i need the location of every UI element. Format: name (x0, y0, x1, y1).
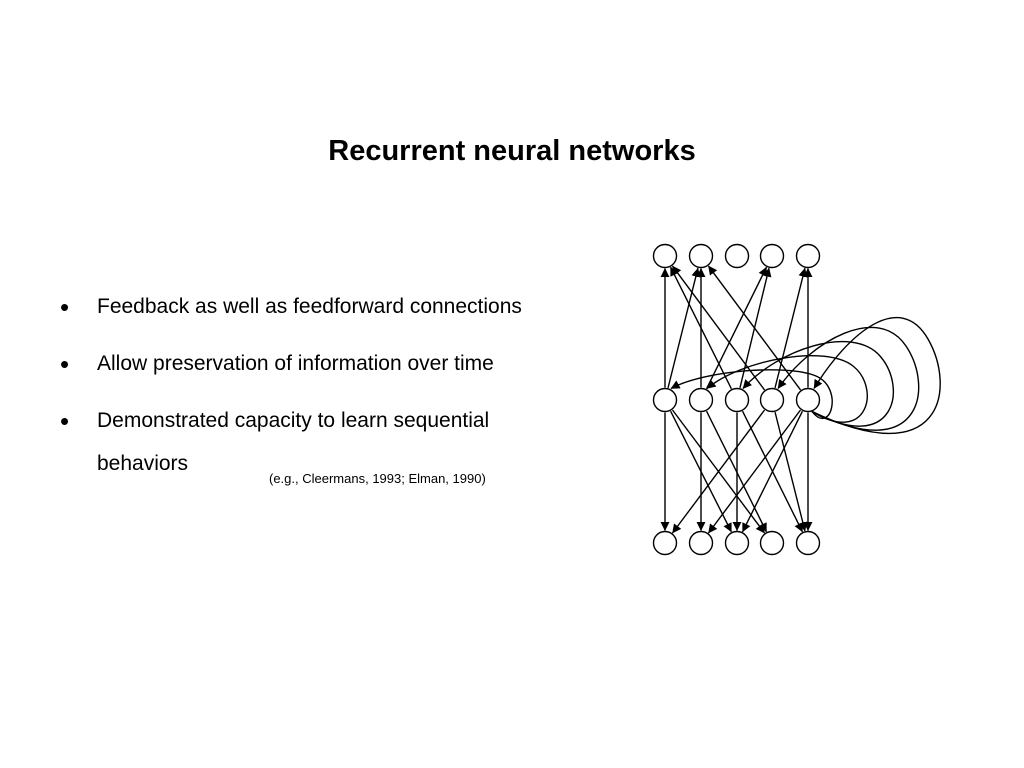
hidden-unit (724, 387, 750, 413)
connection-hidden-to-output (667, 267, 701, 389)
recurrent-loop-connection (706, 355, 868, 423)
bullet-item-sequential: • Demonstrated capacity to learn sequent… (56, 400, 636, 486)
output-unit (652, 243, 678, 269)
bullet-marker: • (60, 349, 70, 379)
output-unit (759, 243, 785, 269)
connection-hidden-to-input (671, 409, 766, 534)
hidden-unit (652, 387, 678, 413)
output-unit (688, 243, 714, 269)
recurrent-loop-connection (811, 316, 941, 435)
connection-hidden-to-output (707, 265, 802, 391)
input-unit (688, 530, 714, 556)
connection-hidden-to-input (741, 410, 804, 533)
connection-hidden-to-output (671, 265, 766, 391)
hidden-unit (688, 387, 714, 413)
network-connections (660, 265, 941, 534)
bullet-text: Demonstrated capacity to learn sequentia… (97, 409, 490, 432)
recurrent-loop-connection (742, 341, 894, 427)
output-unit (795, 243, 821, 269)
bullet-text: Allow preservation of information over t… (97, 352, 494, 375)
output-unit (724, 243, 750, 269)
input-unit (795, 530, 821, 556)
bullet-text-continuation: behaviors (97, 452, 189, 475)
connection-hidden-to-input (707, 409, 802, 534)
input-unit (759, 530, 785, 556)
recurrent-loop-connection (777, 326, 920, 431)
bullet-item-preservation: • Allow preservation of information over… (56, 343, 636, 385)
connection-hidden-to-input (774, 411, 808, 532)
connection-hidden-to-output (705, 266, 768, 390)
bullet-item-feedback: • Feedback as well as feedforward connec… (56, 286, 636, 328)
connection-hidden-to-output (669, 266, 733, 390)
hidden-unit (759, 387, 785, 413)
bullet-text: Feedback as well as feedforward connecti… (97, 295, 522, 318)
bullet-list: • Feedback as well as feedforward connec… (56, 286, 636, 501)
citation: (e.g., Cleermans, 1993; Elman, 1990) (269, 471, 486, 486)
hidden-unit (795, 387, 821, 413)
input-unit (652, 530, 678, 556)
bullet-marker: • (60, 292, 70, 322)
recurrent-network-diagram (652, 243, 941, 556)
network-nodes (652, 243, 821, 556)
input-unit (724, 530, 750, 556)
connection-hidden-to-output (774, 267, 808, 389)
bullet-marker: • (60, 406, 70, 436)
slide-title: Recurrent neural networks (328, 135, 696, 167)
recurrent-loop-connection (670, 369, 833, 420)
